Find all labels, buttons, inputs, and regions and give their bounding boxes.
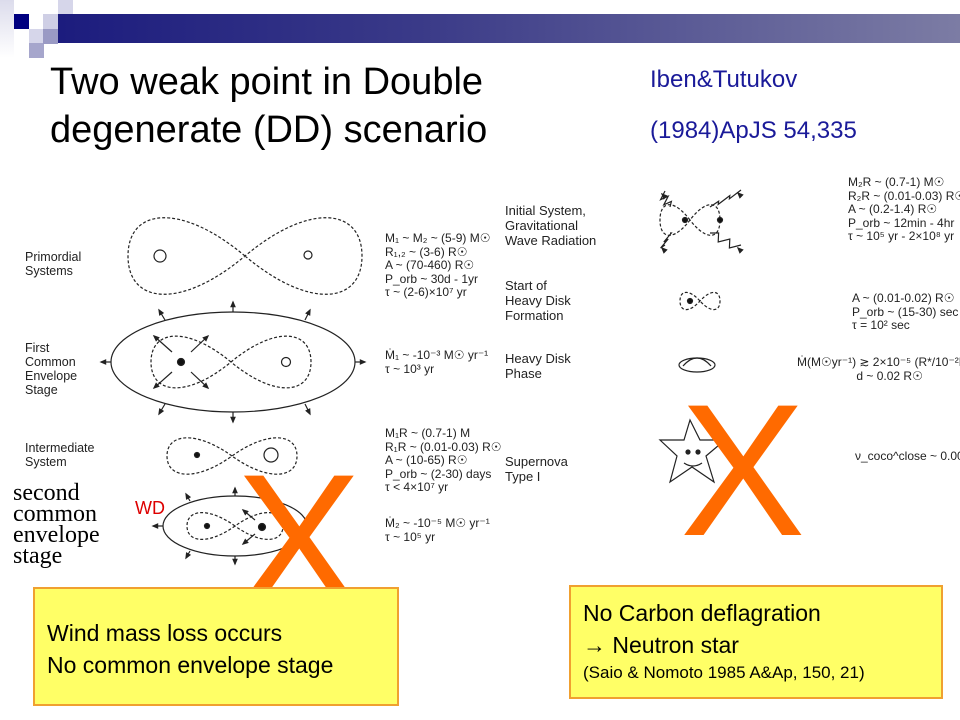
intermediate-roche-lobe (166, 437, 298, 475)
star-eye (685, 449, 691, 455)
wd-label: WD (135, 498, 165, 518)
star-mouth (683, 462, 703, 467)
star-icon (658, 418, 727, 484)
arrow-head (151, 523, 159, 529)
star-eye (695, 449, 701, 455)
slide-title: Two weak point in Double degenerate (DD)… (50, 58, 487, 154)
arrow-head (660, 192, 668, 200)
star-dot (193, 451, 201, 459)
citation: (Saio & Nomoto 1985 A&Ap, 150, 21) (583, 663, 865, 682)
heavy-disk-top (682, 357, 712, 367)
params-dd-supernova-rate: ν_coco^close ~ 0.005 yr⁻¹ (855, 449, 960, 463)
star-dot (176, 357, 186, 367)
arrow-head (241, 509, 249, 516)
title-bar-decoration (58, 14, 960, 43)
star-dot (681, 216, 689, 224)
arrow-head (158, 408, 165, 416)
arrow-head (158, 308, 165, 316)
params-dd-disk-phase: Ṁ(M☉yr⁻¹) ≳ 2×10⁻⁵ (R*/10⁻²R☉)d ~ 0.02 R… (797, 355, 960, 383)
star-dot (257, 522, 267, 532)
arrow-head (736, 246, 744, 254)
star-circle (303, 250, 313, 260)
star-circle (280, 356, 292, 368)
arrow-head (241, 538, 249, 545)
dd-roche-lobe (659, 204, 721, 236)
arrow-head (232, 486, 238, 494)
gravitational-wave (660, 232, 673, 249)
no-carbon-deflagration-box: No Carbon deflagration → Neutron star (S… (569, 585, 943, 699)
arrow-head (230, 416, 236, 424)
arrow-head (152, 382, 160, 390)
star-circle (153, 249, 167, 263)
title-line-2: degenerate (DD) scenario (50, 109, 488, 151)
arrow-head (230, 300, 236, 308)
arrow-head (305, 408, 311, 416)
arrow-head (305, 308, 311, 316)
gravitational-wave (659, 190, 673, 208)
arrow-head (202, 382, 210, 390)
star-dot (716, 216, 724, 224)
star-circle (263, 447, 279, 463)
box-line-1: Wind mass loss occurs (47, 620, 283, 646)
second-ce-roche-lobe (186, 512, 284, 540)
primordial-roche-lobe (127, 217, 363, 295)
common-envelope (110, 311, 356, 413)
reference-journal: (1984)ApJS 54,335 (650, 117, 857, 144)
params-primordial: M₁ ~ M₂ ~ (5-9) M☉R₁,₂ ~ (3-6) R☉A ~ (70… (385, 231, 491, 299)
box-line-2: No common envelope stage (47, 652, 334, 678)
arrow-head (185, 552, 192, 560)
dd-close-roche-lobe (679, 291, 721, 311)
box-line-1: No Carbon deflagration (583, 600, 821, 626)
params-dd-initial: M₂R ~ (0.7-1) M☉R₂R ~ (0.01-0.03) R☉A ~ … (848, 175, 960, 243)
wind-mass-loss-box: Wind mass loss occurs No common envelope… (33, 587, 399, 706)
first-ce-roche-lobe (150, 335, 312, 389)
arrow-head (185, 492, 192, 500)
arrow-head (359, 359, 367, 365)
reference-authors: Iben&Tutukov (650, 66, 798, 93)
gravitational-wave (709, 189, 742, 208)
star-dot (203, 522, 211, 530)
cross-mark-right: X (680, 365, 806, 575)
arrow-head (202, 334, 210, 342)
arrow-head (152, 334, 160, 342)
title-line-1: Two weak point in Double (50, 61, 484, 103)
arrow-head (660, 246, 668, 254)
star-dot (686, 297, 694, 305)
arrow-head (99, 359, 107, 365)
arrow-head (232, 558, 238, 566)
box-line-2: → Neutron star (583, 632, 739, 658)
gravitational-wave (710, 232, 742, 249)
arrow-head (736, 191, 744, 199)
